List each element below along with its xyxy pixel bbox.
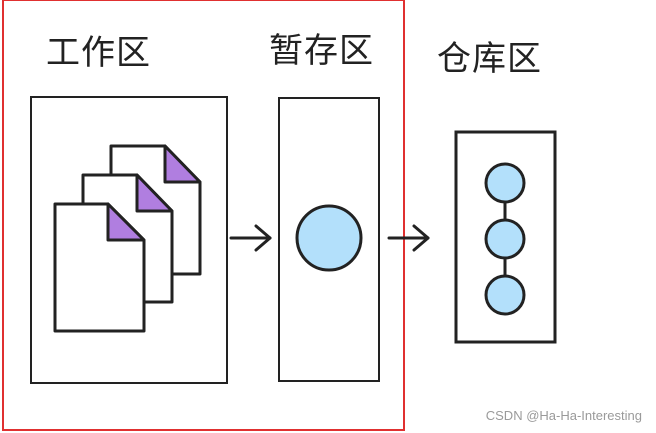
repository-label: 仓库区 <box>437 39 542 79</box>
arrow-right-icon <box>387 224 430 252</box>
working-area-label: 工作区 <box>46 33 151 73</box>
staged-node <box>295 204 363 272</box>
commit-node <box>484 162 526 204</box>
highlight-frame <box>2 0 405 431</box>
file-icon <box>53 202 146 333</box>
staging-area-label: 暂存区 <box>269 31 374 71</box>
watermark: CSDN @Ha-Ha-Interesting <box>485 408 642 423</box>
commit-node <box>484 274 526 316</box>
arrow-right-icon <box>229 224 272 252</box>
commit-node <box>484 218 526 260</box>
